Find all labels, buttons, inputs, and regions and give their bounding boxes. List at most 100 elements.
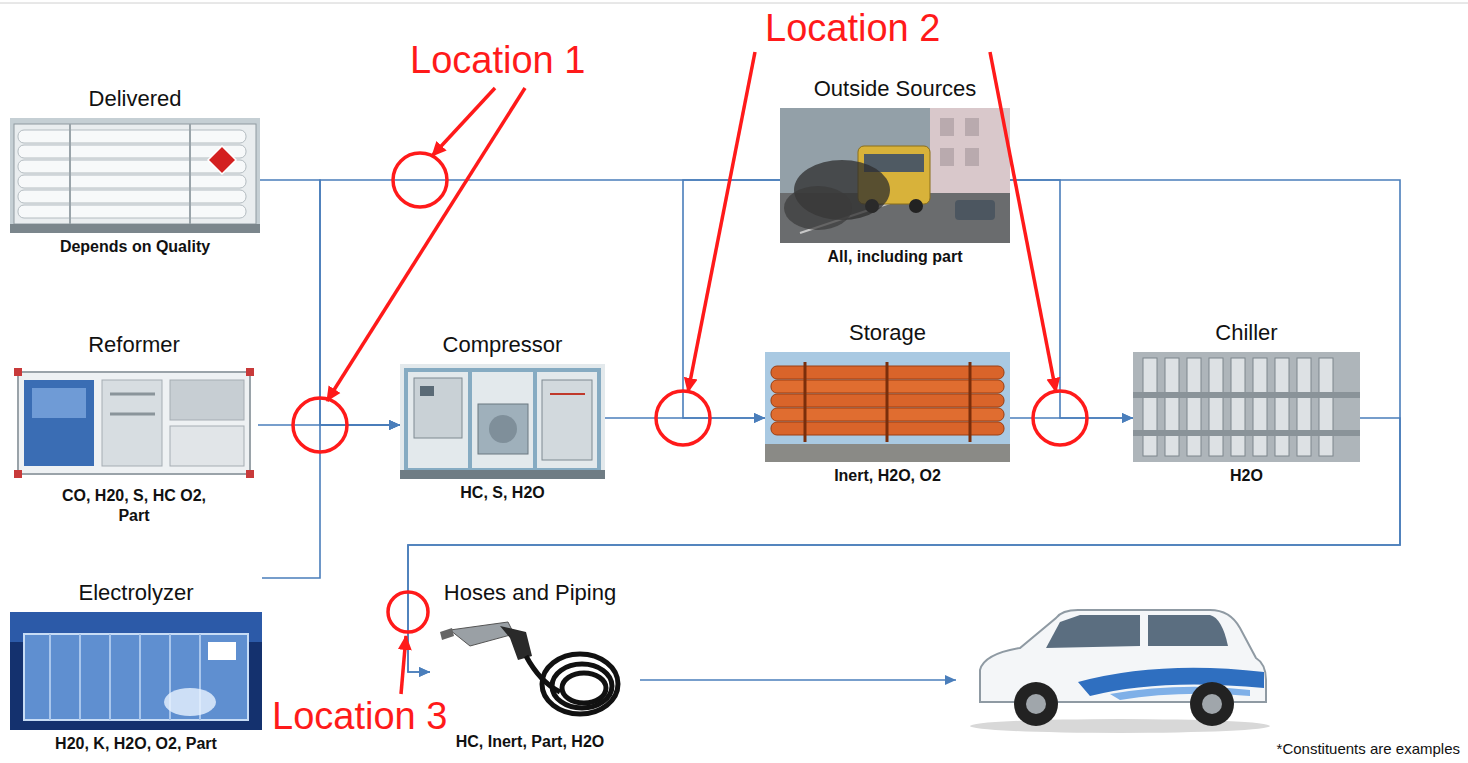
chiller-picture-part (1165, 358, 1179, 456)
fuel-cell-car-picture-part (1014, 682, 1058, 726)
fuel-cell-car-picture-part (1202, 694, 1222, 714)
reformer-picture-part (14, 368, 22, 376)
location-callout: Location 3 (272, 694, 447, 738)
reformer-picture (10, 364, 258, 482)
chiller-picture-part (1187, 358, 1201, 456)
contaminant-list: HC, Inert, Part, H2O (430, 732, 630, 752)
fuel-cell-car-picture-part (1190, 682, 1234, 726)
hose-nozzle-picture-part (450, 622, 514, 646)
electrolyzer-picture-part (49, 634, 51, 720)
chiller-picture-part (1319, 358, 1333, 456)
electrolyzer-picture-part (10, 612, 262, 730)
street-exhaust-picture-part (965, 148, 979, 166)
tube-trailer-picture (10, 118, 260, 233)
tube-trailer-picture-part (10, 118, 260, 233)
compressor-picture-part (406, 370, 599, 470)
compressor-picture-part (489, 415, 517, 443)
flow-connector (1010, 180, 1133, 418)
reformer-picture-part (170, 426, 244, 466)
hose-nozzle-picture-part (500, 626, 532, 660)
electrolyzer-picture (10, 612, 262, 730)
reformer-picture-part (110, 393, 155, 396)
electrolyzer-picture-part (139, 634, 141, 720)
node-title: Compressor (400, 332, 605, 358)
electrolyzer-source: ElectrolyzerH20, K, H2O, O2, Part (10, 580, 262, 754)
reformer-source: ReformerCO, H20, S, HC O2, Part (10, 332, 258, 526)
reformer-picture-part (10, 364, 258, 482)
storage-tubes-picture-part (765, 352, 1010, 462)
compressor-picture-part (414, 378, 462, 438)
hose-nozzle-picture-part (562, 673, 606, 703)
node-title: Outside Sources (780, 76, 1010, 102)
compressor-picture-part (533, 370, 537, 470)
location-circle (293, 398, 347, 452)
hose-nozzle-picture-part (552, 664, 612, 708)
chiller-picture-part (1133, 430, 1360, 436)
street-exhaust-picture-part (780, 108, 1010, 243)
tube-trailer-picture-part (18, 175, 246, 188)
street-exhaust-picture-part (784, 186, 852, 230)
storage-tubes-picture-part (969, 362, 972, 442)
compressor-picture (400, 364, 605, 479)
leader-arrow (401, 636, 406, 694)
chiller-picture-part (1133, 352, 1360, 462)
tube-trailer-picture-part (18, 205, 246, 218)
node-title: Hoses and Piping (430, 580, 630, 606)
compressor-picture-part (400, 470, 605, 479)
electrolyzer-picture-part (79, 634, 81, 720)
tube-trailer-picture-part (10, 224, 260, 233)
street-exhaust-picture-part (909, 199, 923, 213)
street-exhaust-picture-part (930, 108, 1010, 203)
location-callout: Location 1 (410, 38, 585, 82)
storage-tubes-picture-part (886, 362, 889, 442)
contaminant-list: CO, H20, S, HC O2, Part (62, 486, 207, 526)
chiller-picture-part (1231, 358, 1245, 456)
node-title: Electrolyzer (10, 580, 262, 606)
contaminant-list: Depends on Quality (10, 237, 260, 257)
fuel-cell-car-picture-part (1026, 694, 1046, 714)
tube-trailer-picture-part (208, 146, 236, 174)
reformer-picture-part (246, 368, 254, 376)
electrolyzer-picture-part (164, 688, 216, 716)
street-exhaust-picture (780, 108, 1010, 243)
electrolyzer-picture-part (24, 634, 248, 720)
location-circle (393, 153, 447, 207)
top-rule (0, 3, 1468, 4)
reformer-picture-part (14, 470, 22, 478)
contaminant-list: Inert, H2O, O2 (765, 466, 1010, 486)
delivered-source: DeliveredDepends on Quality (10, 86, 260, 257)
node-title: Reformer (10, 332, 258, 358)
leader-arrow (432, 88, 495, 156)
compressor-picture-part (420, 386, 434, 396)
fuel-cell-car-picture-part (1148, 615, 1228, 646)
hose-nozzle-picture-part (440, 628, 454, 640)
electrolyzer-picture-part (208, 642, 236, 660)
node-title: Chiller (1133, 320, 1360, 346)
hose-nozzle-picture-part (542, 654, 618, 714)
reformer-picture-part (102, 380, 162, 466)
compressor-picture-part (400, 364, 605, 479)
location-circles (293, 153, 1087, 632)
chiller-picture-part (1297, 358, 1311, 456)
contaminant-list: H20, K, H2O, O2, Part (10, 734, 262, 754)
chiller-picture-part (1275, 358, 1289, 456)
location-circle (656, 391, 710, 445)
storage-tubes-picture (765, 352, 1010, 462)
chiller-picture-part (1143, 358, 1157, 456)
footnote: *Constituents are examples (1277, 739, 1460, 759)
contaminant-list: All, including part (780, 247, 1010, 267)
node-title: Delivered (10, 86, 260, 112)
leader-arrow (327, 88, 525, 401)
street-exhaust-picture-part (940, 148, 954, 166)
reformer-picture-part (24, 380, 94, 466)
hose-nozzle-picture (440, 622, 618, 714)
tube-trailer-picture-part (14, 124, 256, 224)
location-circle (1033, 391, 1087, 445)
storage-tubes-picture-part (804, 362, 807, 442)
compressor-stage: CompressorHC, S, H2O (400, 332, 605, 503)
vehicle-feed-arrow (640, 679, 956, 681)
street-exhaust-picture-part (940, 118, 954, 136)
outside-source: Outside SourcesAll, including part (780, 76, 1010, 267)
